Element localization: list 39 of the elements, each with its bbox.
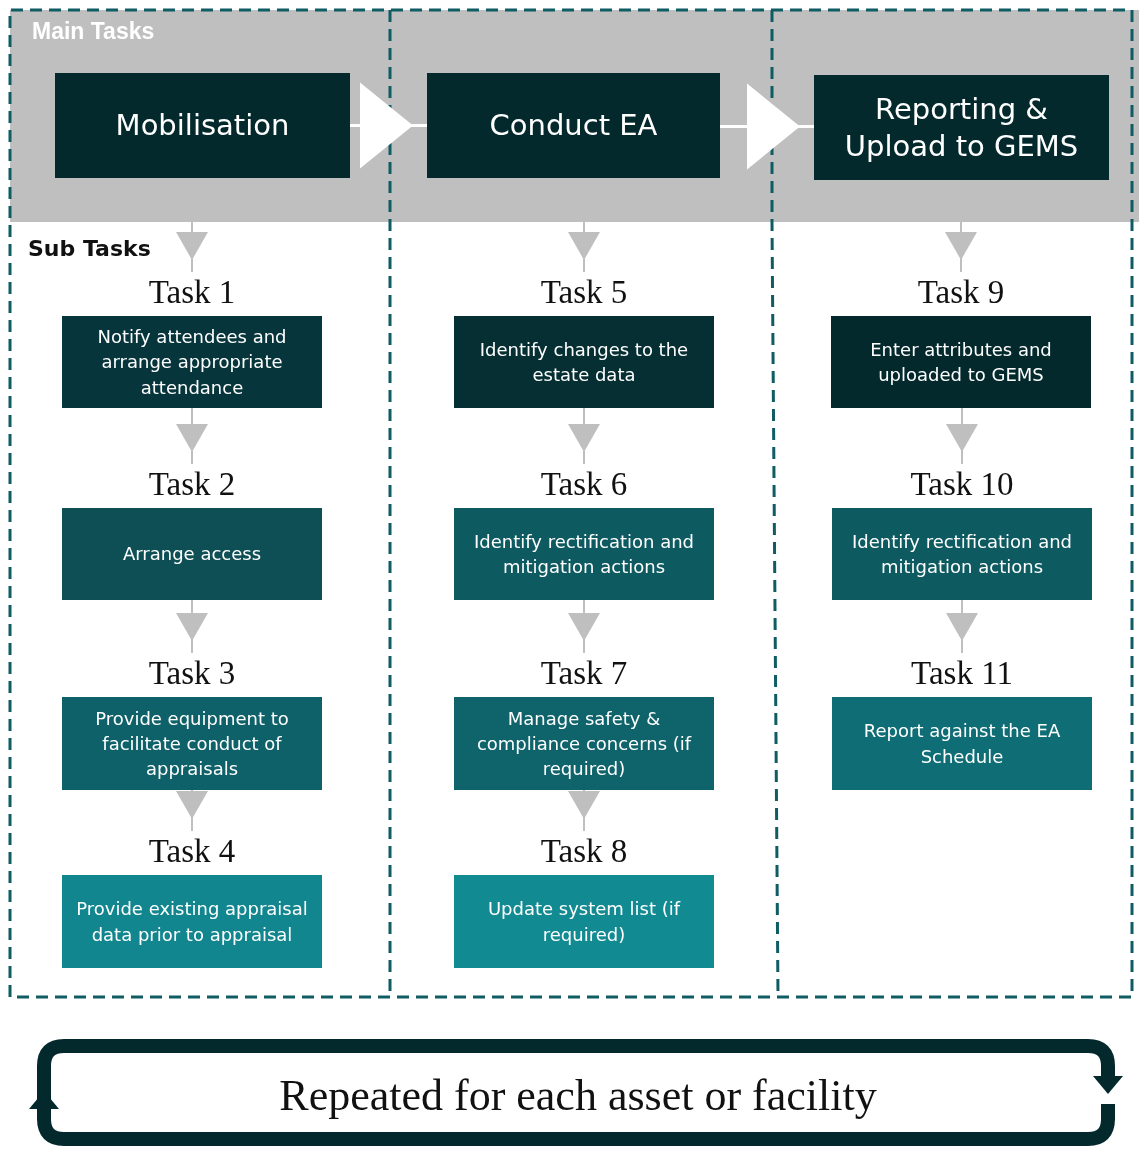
down-arrow xyxy=(176,599,208,654)
task-heading: Task 1 xyxy=(147,273,237,312)
task-description: Report against the EA Schedule xyxy=(862,719,1062,769)
main-task-box: Mobilisation xyxy=(55,73,350,178)
task-heading: Task 6 xyxy=(539,465,629,504)
task-heading: Task 3 xyxy=(147,654,237,693)
task-description: Enter attributes and uploaded to GEMS xyxy=(869,337,1053,387)
task-heading: Task 11 xyxy=(910,654,1014,693)
down-arrow xyxy=(568,789,600,832)
task-heading: Task 4 xyxy=(147,832,237,871)
task-heading: Task 7 xyxy=(539,654,629,693)
chevron-arrow xyxy=(720,83,814,170)
task-description: Arrange access xyxy=(122,542,262,567)
main-task-box: Reporting & Upload to GEMS xyxy=(814,75,1109,180)
task-heading: Task 10 xyxy=(909,465,1015,504)
down-arrow xyxy=(568,407,600,465)
task-heading: Task 9 xyxy=(916,273,1006,312)
chevron-arrow xyxy=(350,82,427,169)
loop-text: Repeated for each asset or facility xyxy=(279,1070,877,1121)
task-heading: Task 5 xyxy=(539,273,629,312)
task-description: Identify rectification and mitigation actions xyxy=(472,529,695,579)
section-label: Sub Tasks xyxy=(28,236,151,261)
task-heading: Task 2 xyxy=(147,465,237,504)
task-description: Identify changes to the estate data xyxy=(478,337,690,387)
task-description: Provide equipment to facilitate conduct of appraisals xyxy=(94,706,290,782)
main-tasks-band xyxy=(10,10,1139,222)
task-description: Identify rectification and mitigation actions xyxy=(850,529,1073,579)
main-task-box: Conduct EA xyxy=(427,73,720,178)
down-arrow xyxy=(946,407,978,465)
down-arrow xyxy=(568,599,600,654)
down-arrow xyxy=(176,789,208,832)
band-title: Main Tasks xyxy=(32,18,155,45)
task-description: Notify attendees and arrange appropriate attendance xyxy=(96,325,288,400)
down-arrow xyxy=(946,599,978,654)
task-heading: Task 8 xyxy=(539,832,629,871)
down-arrow xyxy=(176,407,208,465)
task-description: Provide existing appraisal data prior to appraisal xyxy=(76,897,308,947)
task-description: Manage safety & compliance concerns (if required) xyxy=(475,706,693,782)
task-description: Update system list (if required) xyxy=(486,897,682,947)
